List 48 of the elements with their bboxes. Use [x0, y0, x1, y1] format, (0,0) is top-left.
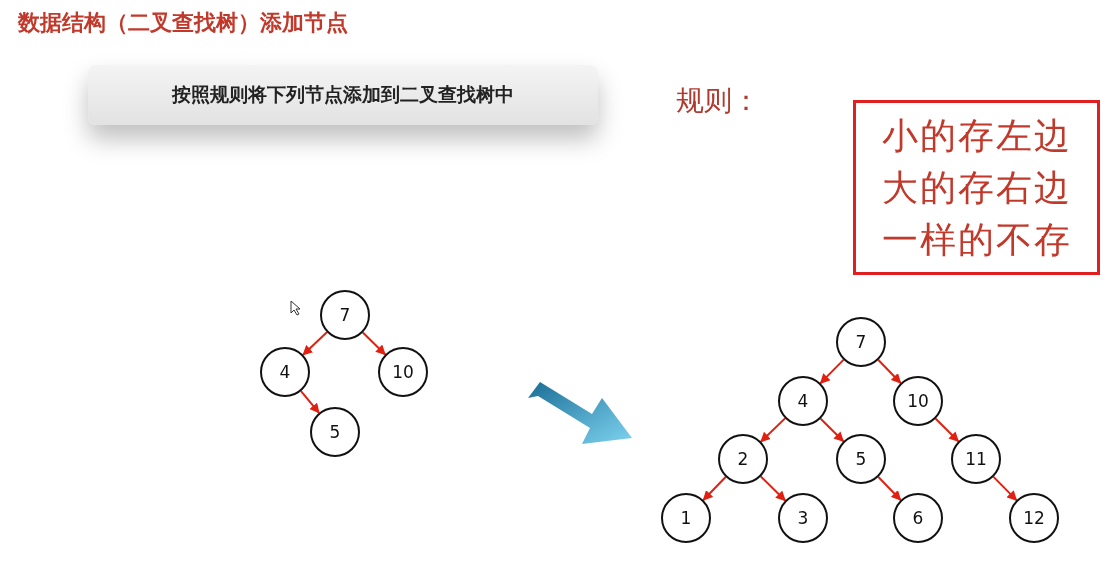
tree-node-circle [893, 493, 943, 543]
tree-node-circle [836, 317, 886, 367]
title: 数据结构（二叉查找树）添加节点 [18, 9, 348, 37]
rule-text: 小的存左边 [881, 113, 1072, 158]
rules-heading: 规则： [676, 83, 760, 119]
arrow [992, 475, 1018, 502]
node-value: 10 [907, 391, 929, 411]
tree-node-circle [310, 407, 360, 457]
tree-node-circle [378, 347, 428, 397]
arrow [759, 475, 787, 502]
node-value: 5 [855, 449, 867, 469]
tree-node-circle [778, 493, 828, 543]
arrow [877, 359, 902, 384]
arrow [759, 417, 787, 443]
instruction-text: 按照规则将下列节点添加到二叉查找树中 [172, 82, 514, 107]
rule-text: 大的存右边 [881, 165, 1072, 210]
tree-node-circle [661, 493, 711, 543]
tree-node-circle [836, 434, 886, 484]
rules-box [853, 100, 1100, 275]
tree-node-circle [778, 376, 828, 426]
tree-node-circle [951, 434, 1001, 484]
arrow [819, 358, 845, 385]
node-value: 10 [392, 362, 414, 382]
arrow [877, 476, 902, 501]
node-value: 4 [279, 362, 291, 382]
node-value: 2 [737, 449, 749, 469]
node-value: 7 [339, 305, 351, 325]
arrow [934, 417, 960, 443]
arrow [819, 417, 845, 443]
node-value: 11 [965, 449, 987, 469]
arrow [361, 331, 387, 356]
instruction-banner [88, 65, 598, 125]
node-value: 5 [329, 422, 341, 442]
tree-node-circle [1009, 493, 1059, 543]
node-value: 6 [912, 508, 924, 528]
arrow [300, 390, 320, 414]
node-value: 3 [797, 508, 809, 528]
node-value: 7 [855, 332, 867, 352]
tree-node-circle [718, 434, 768, 484]
node-value: 1 [680, 508, 692, 528]
tree-node-circle [260, 347, 310, 397]
node-value: 12 [1023, 508, 1045, 528]
arrow [302, 331, 328, 356]
rule-text: 一样的不存 [881, 217, 1072, 262]
arrow [702, 476, 727, 501]
node-value: 4 [797, 391, 809, 411]
tree-node-circle [320, 290, 370, 340]
tree-node-circle [893, 376, 943, 426]
